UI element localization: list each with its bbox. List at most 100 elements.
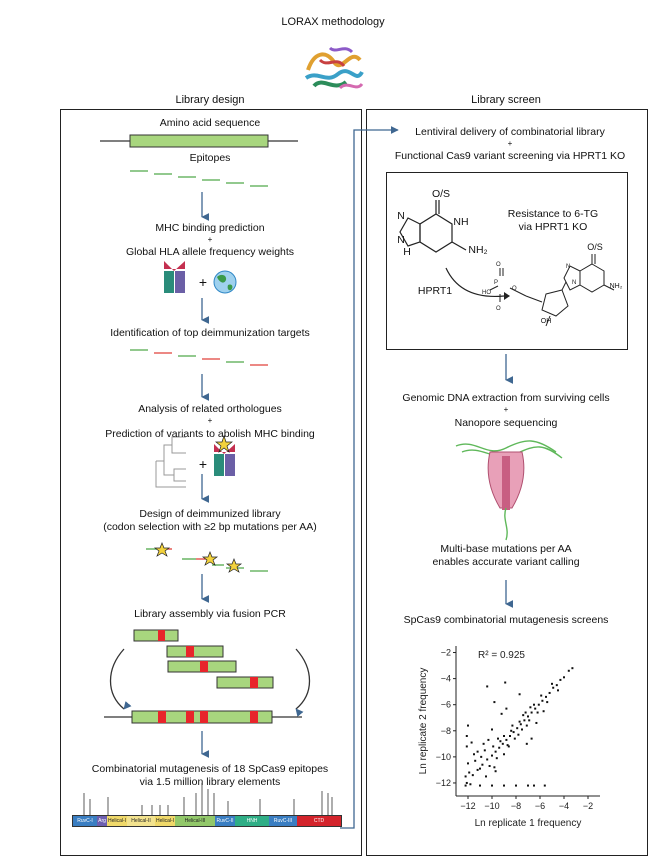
design-label-2: (codon selection with ≥2 bp mutations pe…: [103, 521, 317, 533]
data-point: [530, 711, 533, 714]
y-tick-label: −8: [441, 726, 451, 736]
data-point: [506, 744, 509, 747]
data-point: [503, 784, 505, 787]
os-label-top: O/S: [431, 188, 451, 200]
data-point: [470, 741, 473, 744]
data-point: [559, 678, 562, 681]
domain-helical-i: Helical-I: [107, 816, 127, 826]
data-point: [515, 784, 517, 787]
domain-helical-i-2: Helical-I: [155, 816, 175, 826]
data-point: [504, 681, 507, 684]
data-point: [563, 676, 565, 679]
domain-hnh: HNH: [235, 816, 269, 826]
mhc-prediction-label: MHC binding prediction: [155, 222, 265, 234]
data-point: [551, 682, 553, 685]
data-point: [491, 754, 493, 757]
data-point: [503, 753, 505, 756]
data-point: [552, 686, 555, 689]
svg-text:O: O: [496, 262, 501, 268]
data-point: [524, 711, 527, 714]
design-label-1: Design of deimmunized library: [139, 508, 281, 520]
predict-variants-label: Prediction of variants to abolish MHC bi…: [105, 428, 315, 440]
resistance-label-2: via HPRT1 KO: [518, 221, 588, 233]
y-tick-label: −2: [441, 648, 451, 658]
plus-sign: +: [207, 416, 213, 425]
combinatorial-label-1: Combinatorial mutagenesis of 18 SpCas9 e…: [91, 763, 329, 775]
plus-sign-icons-2: +: [198, 456, 208, 472]
x-tick-label: −12: [460, 801, 475, 811]
data-point: [500, 712, 503, 715]
y-tick-label: −4: [441, 674, 451, 684]
data-point: [481, 763, 484, 766]
data-point: [542, 710, 545, 713]
data-point: [469, 783, 472, 786]
data-point: [540, 694, 543, 697]
data-point: [486, 685, 489, 688]
data-point: [529, 706, 532, 709]
data-point: [488, 765, 491, 767]
data-point: [495, 757, 498, 760]
data-point: [465, 745, 468, 748]
data-point: [512, 731, 515, 734]
data-point: [471, 774, 474, 777]
data-point: [497, 737, 499, 740]
connector-arrow: [340, 126, 399, 829]
data-point: [557, 689, 559, 692]
data-point: [527, 784, 529, 787]
cas9-domain-bar: RuvC-I Arg Helical-I Helical-II Helical-…: [72, 815, 342, 827]
x-tick-label: −6: [535, 801, 545, 811]
data-point: [567, 669, 570, 672]
data-point: [548, 691, 551, 694]
data-point: [510, 729, 513, 732]
data-point: [523, 719, 526, 722]
domain-helical-ii: Helical-II: [127, 816, 155, 826]
data-point: [516, 727, 519, 730]
multibase-label-2: enables accurate variant calling: [432, 556, 580, 568]
data-point: [479, 767, 481, 770]
data-point: [465, 781, 468, 784]
data-point: [525, 724, 528, 727]
page-title: LORAX methodology: [281, 16, 385, 28]
data-point: [507, 745, 510, 748]
data-point: [518, 693, 521, 696]
data-point: [536, 711, 539, 714]
data-point: [503, 735, 505, 737]
oh-label: OH: [540, 318, 552, 325]
svg-text:N: N: [566, 264, 570, 270]
data-point: [491, 784, 493, 787]
data-point: [482, 742, 485, 745]
data-point: [494, 770, 497, 773]
functional-screening-label: Functional Cas9 variant screening via HP…: [394, 150, 626, 162]
x-tick-label: −2: [583, 801, 593, 811]
plus-sign-icons: +: [198, 274, 208, 290]
data-point: [535, 721, 538, 724]
nh2-atom-label: NH₂: [468, 244, 488, 256]
library-screen-panel: [366, 109, 648, 856]
data-point: [474, 759, 477, 762]
right-panel-header: Library screen: [471, 94, 541, 106]
data-point: [527, 715, 529, 718]
os-label-right: O/S: [587, 242, 603, 252]
data-point: [534, 707, 537, 710]
data-point: [483, 749, 486, 752]
data-point: [521, 728, 523, 731]
data-point: [505, 738, 508, 741]
data-point: [480, 755, 483, 758]
hprt1-mechanism-box: [386, 172, 628, 350]
data-point: [498, 746, 501, 749]
orthologues-label: Analysis of related orthologues: [138, 403, 282, 415]
data-point: [493, 701, 496, 704]
amino-acid-sequence-label: Amino acid sequence: [159, 117, 261, 129]
phylogeny-tree-icon: [155, 436, 186, 488]
data-point: [476, 750, 479, 753]
epitope-position-markers: [83, 783, 333, 815]
library-design-graphics: [83, 134, 333, 815]
thioguanine-structure: P O HO O O N N: [399, 200, 615, 327]
data-point: [543, 784, 546, 787]
data-point: [522, 714, 525, 717]
data-point: [511, 724, 514, 727]
assembly-label: Library assembly via fusion PCR: [134, 608, 286, 620]
data-point: [571, 667, 574, 670]
left-panel-header: Library design: [175, 94, 245, 106]
